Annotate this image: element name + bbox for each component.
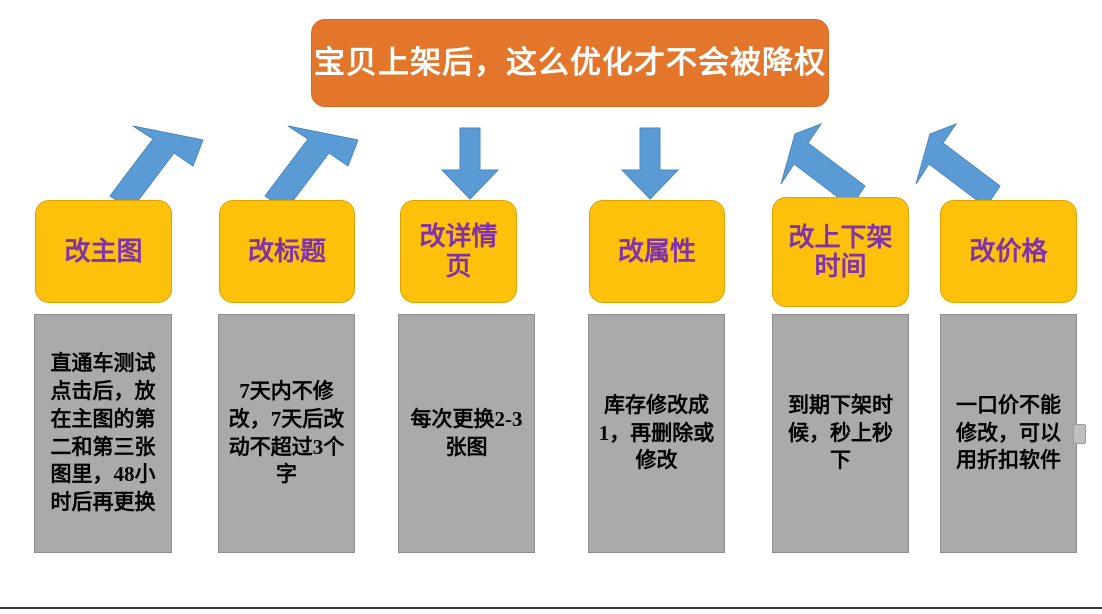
category-label-6: 改价格 xyxy=(969,235,1048,266)
category-label-2: 改标题 xyxy=(247,235,326,266)
category-label-1: 改主图 xyxy=(64,235,143,266)
note-box-3[interactable]: 每次更换2-3张图 xyxy=(398,314,535,553)
note-text-6: 一口价不能修改，可以用折扣软件 xyxy=(956,392,1061,473)
note-text-2: 7天内不修改，7天后改动不超过3个字 xyxy=(228,379,345,487)
category-box-4[interactable]: 改属性 xyxy=(589,200,725,303)
arrow-down-left-2 xyxy=(255,124,360,211)
category-box-1[interactable]: 改主图 xyxy=(35,200,172,303)
slide-title-banner[interactable]: 宝贝上架后，这么优化才不会被降权 xyxy=(311,19,829,107)
slide-title-text: 宝贝上架后，这么优化才不会被降权 xyxy=(314,45,826,81)
arrow-down-4 xyxy=(620,127,680,200)
note-text-4: 库存修改成1，再删除或修改 xyxy=(598,392,715,473)
arrow-down-left-1 xyxy=(100,124,205,211)
category-box-5[interactable]: 改上下架时间 xyxy=(772,197,909,307)
note-text-3: 每次更换2-3张图 xyxy=(410,406,523,459)
category-label-5: 改上下架时间 xyxy=(788,221,893,281)
arrow-down-right-6 xyxy=(915,122,1025,208)
note-box-4[interactable]: 库存修改成1，再删除或修改 xyxy=(588,314,725,553)
note-box-1[interactable]: 直通车测试点击后，放在主图的第二和第三张图里，48小时后再更换 xyxy=(34,314,172,553)
arrow-down-right-5 xyxy=(780,122,890,208)
note-box-5[interactable]: 到期下架时候，秒上秒下 xyxy=(772,314,909,553)
arrow-down-3 xyxy=(440,127,500,200)
note-box-6[interactable]: 一口价不能修改，可以用折扣软件 xyxy=(940,314,1077,553)
category-box-3[interactable]: 改详情页 xyxy=(400,200,517,303)
category-box-2[interactable]: 改标题 xyxy=(219,200,355,303)
category-label-4: 改属性 xyxy=(617,235,696,266)
note-box-2[interactable]: 7天内不修改，7天后改动不超过3个字 xyxy=(218,314,355,553)
resize-handle-right[interactable] xyxy=(1073,424,1086,444)
note-text-1: 直通车测试点击后，放在主图的第二和第三张图里，48小时后再更换 xyxy=(50,351,156,514)
category-label-3: 改详情页 xyxy=(419,221,498,281)
category-box-6[interactable]: 改价格 xyxy=(940,200,1077,303)
bottom-divider xyxy=(0,607,1102,609)
note-text-5: 到期下架时候，秒上秒下 xyxy=(788,392,893,473)
